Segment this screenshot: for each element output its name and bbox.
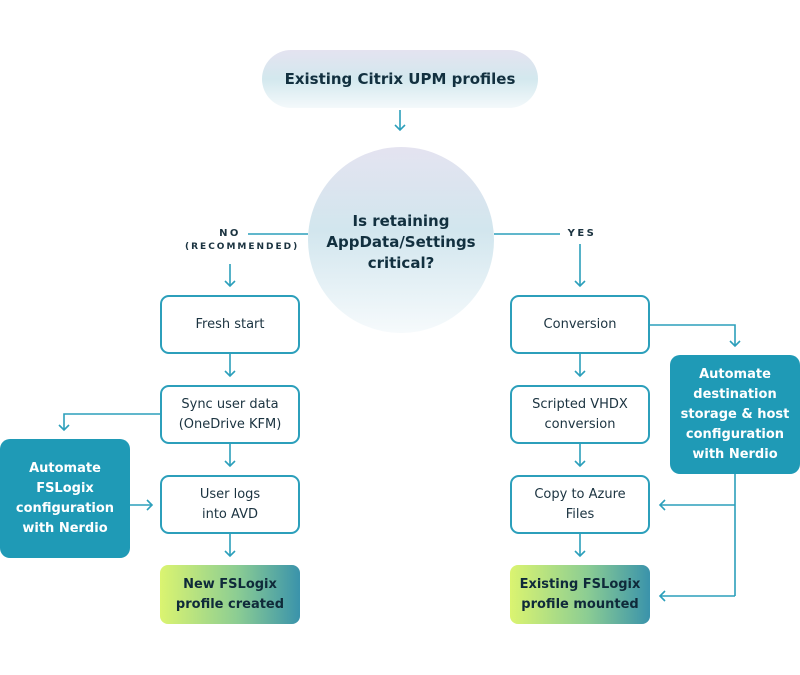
result-label-line-1: New FSLogix: [183, 576, 277, 592]
step-label: Fresh start: [195, 316, 265, 332]
automation-line-4: with Nerdio: [22, 520, 108, 536]
step-label-line-1: Sync user data: [181, 396, 279, 412]
automation-destination-storage: Automate destination storage & host conf…: [670, 355, 800, 474]
decision-line-1: Is retaining: [352, 211, 450, 230]
step-label: Conversion: [543, 316, 617, 332]
start-node: Existing Citrix UPM profiles: [262, 50, 538, 108]
result-label-line-2: profile mounted: [521, 596, 639, 612]
result-label-line-2: profile created: [175, 596, 285, 612]
step-label-line-2: into AVD: [201, 506, 258, 522]
yes-label: YES: [567, 228, 597, 239]
automation-line-2: FSLogix: [36, 480, 94, 496]
arrow-conversion-to-automation: [650, 324, 741, 348]
start-label: Existing Citrix UPM profiles: [284, 70, 516, 88]
automation-line-3: storage & host: [680, 406, 790, 422]
step-user-logs-into-avd: User logs into AVD: [160, 475, 300, 534]
step-label-line-2: (OneDrive KFM): [178, 416, 282, 432]
decision-node: Is retaining AppData/Settings critical?: [308, 147, 494, 333]
yes-branch-label: YES: [560, 228, 604, 239]
step-conversion: Conversion: [510, 295, 650, 354]
decision-line-2: AppData/Settings: [326, 232, 476, 251]
automation-fslogix-config: Automate FSLogix configuration with Nerd…: [0, 439, 130, 558]
step-sync-user-data: Sync user data (OneDrive KFM): [160, 385, 300, 444]
step-label-line-1: User logs: [199, 486, 261, 502]
automation-line-2: destination: [693, 386, 777, 402]
step-label-line-1: Scripted VHDX: [532, 396, 628, 412]
step-fresh-start: Fresh start: [160, 295, 300, 354]
automation-line-1: Automate: [699, 366, 771, 382]
step-label-line-2: conversion: [544, 416, 616, 432]
no-label: NO: [219, 228, 241, 239]
no-sublabel: (RECOMMENDED): [185, 242, 300, 252]
result-existing-fslogix-profile: Existing FSLogix profile mounted: [510, 565, 650, 624]
step-label-line-2: Files: [565, 506, 595, 522]
automation-line-4: configuration: [685, 426, 785, 442]
step-label-line-1: Copy to Azure: [534, 486, 626, 502]
automation-line-5: with Nerdio: [692, 446, 778, 462]
automation-line-1: Automate: [29, 460, 101, 476]
decision-line-3: critical?: [367, 253, 435, 272]
no-branch-label: NO (RECOMMENDED): [185, 228, 300, 252]
automation-line-3: configuration: [15, 500, 115, 516]
step-scripted-vhdx-conversion: Scripted VHDX conversion: [510, 385, 650, 444]
result-label-line-1: Existing FSLogix: [519, 576, 641, 592]
result-new-fslogix-profile: New FSLogix profile created: [160, 565, 300, 624]
arrow-sync-to-automation: [58, 413, 161, 432]
